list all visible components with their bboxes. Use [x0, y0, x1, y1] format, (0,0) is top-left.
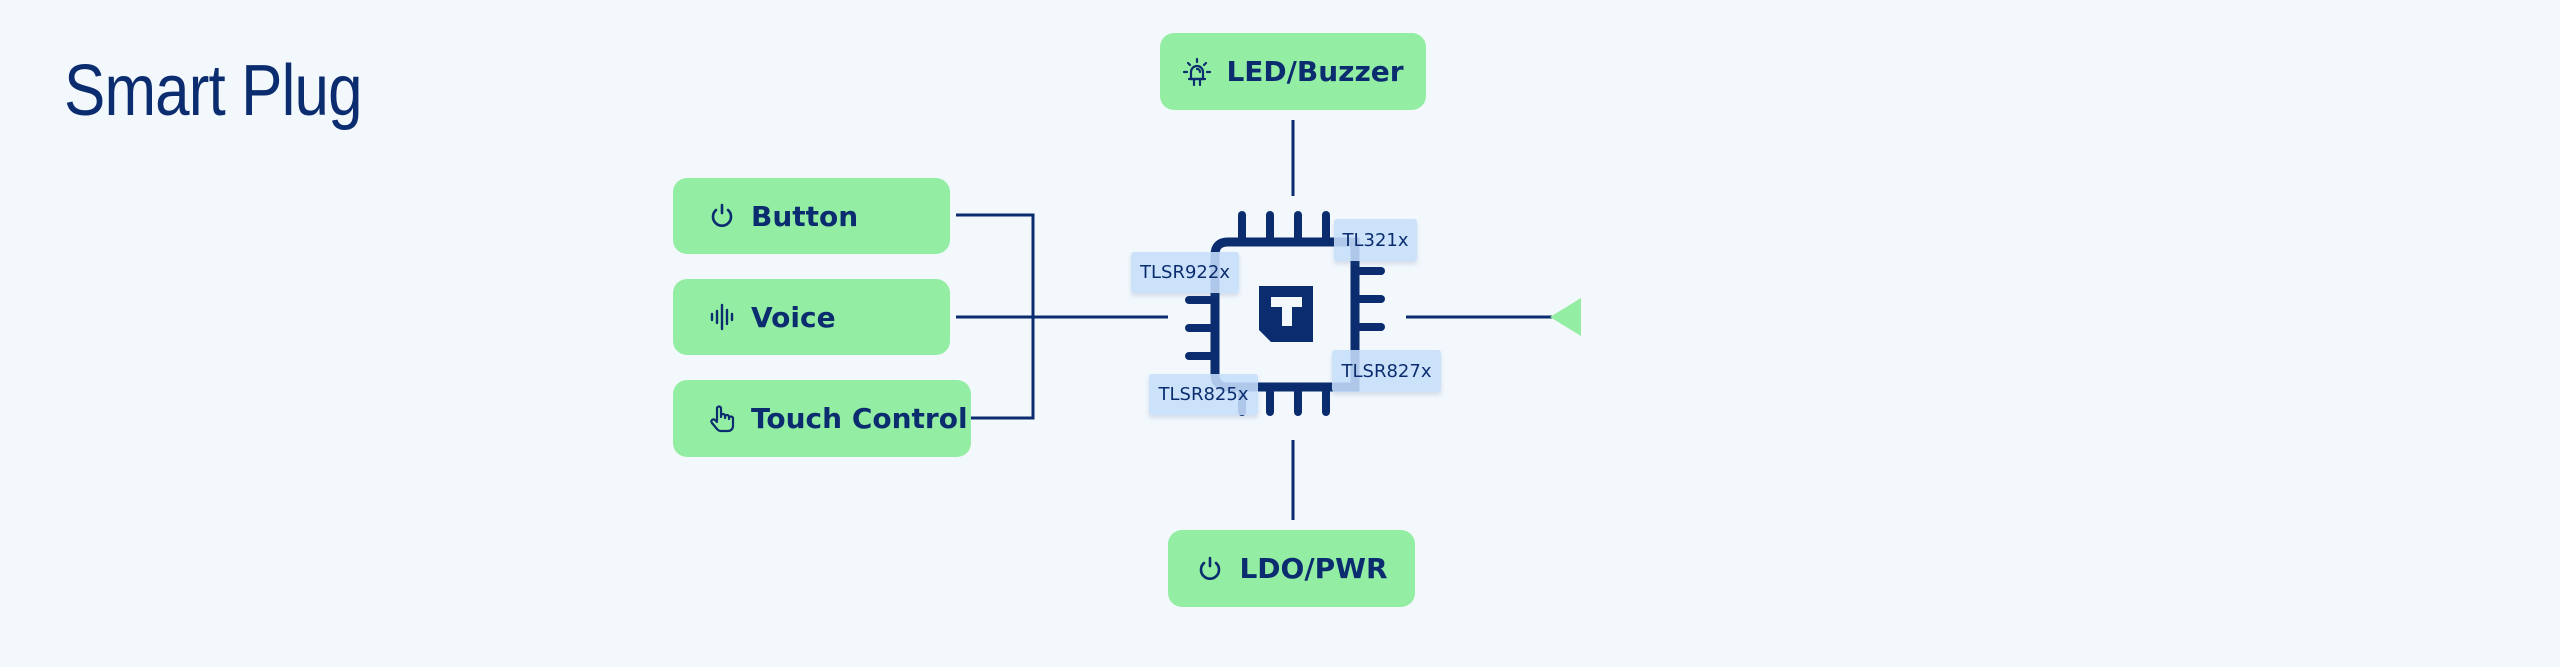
input-node-voice: Voice: [673, 279, 950, 355]
chip-label-tlsr827x: TLSR827x: [1332, 350, 1441, 392]
chip-icon: [1185, 211, 1385, 416]
output-arrow-icon: [1550, 298, 1581, 336]
chip-pins-right: [1353, 267, 1385, 331]
connector-lines: [956, 120, 1552, 520]
chip-label-tlsr825x: TLSR825x: [1149, 374, 1258, 415]
input-node-label: Touch Control: [751, 402, 968, 435]
power-node-ldo-pwr: LDO/PWR: [1168, 530, 1415, 607]
input-node-label: Button: [751, 199, 859, 233]
chip-label-tlsr922x: TLSR922x: [1131, 252, 1239, 293]
input-node-button: Button: [673, 178, 950, 254]
chip-pins-left: [1185, 296, 1217, 360]
telink-logo-icon: [1259, 286, 1313, 342]
hand-pointer-icon: [710, 404, 735, 432]
chip-pins-top: [1238, 211, 1330, 244]
input-node-touch-control: Touch Control: [673, 380, 971, 457]
led-light-icon: [1183, 57, 1212, 86]
output-node-label: LED/Buzzer: [1226, 55, 1404, 88]
page-title: Smart Plug: [64, 51, 363, 131]
input-node-label: Voice: [751, 300, 836, 334]
output-node-led-buzzer: LED/Buzzer: [1160, 33, 1426, 110]
power-icon: [1200, 556, 1221, 580]
power-icon: [711, 203, 733, 227]
chip-label-tl321x: TL321x: [1334, 219, 1417, 261]
power-node-label: LDO/PWR: [1239, 552, 1388, 585]
sound-wave-icon: [710, 303, 734, 331]
